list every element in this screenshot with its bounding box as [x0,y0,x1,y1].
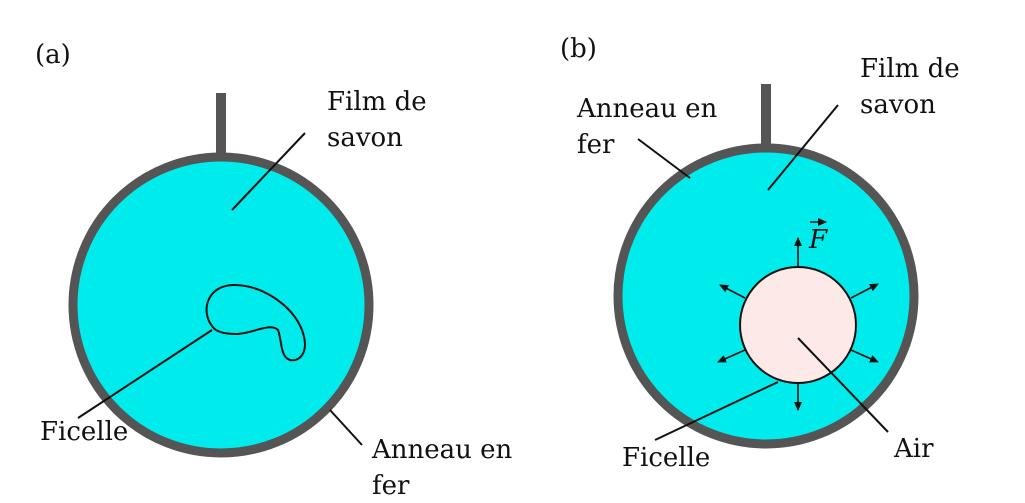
force-arrow-upper-right [850,283,879,299]
panel-a-ring-handle [216,93,226,163]
force-arrow-lower-left [717,349,746,363]
panel-a: (a) Film de savon Ficelle Anneau en fer [35,40,513,501]
panel-b-ring-handle [761,84,771,154]
panel-b-air-leader [797,337,889,433]
panel-b-film-label-2: savon [860,90,936,120]
panel-a-string-label: Ficelle [40,417,128,447]
force-arrow-lower-right [850,349,879,363]
panel-b-force-label: F [808,218,828,255]
panel-a-film-label-2: savon [327,123,403,153]
panel-b: (b) F Anneau en fer Film de savon [560,34,960,473]
force-symbol: F [808,225,828,255]
panel-a-string-leader [77,329,213,419]
panel-b-air-label: Air [893,434,934,464]
panel-b-string-leader [654,381,779,441]
panel-b-ring-label-2: fer [577,130,615,160]
panel-a-tag: (a) [35,40,71,70]
panel-a-iron-ring [68,152,374,458]
panel-b-ring-leader [637,138,691,179]
force-arrow-upper-left [719,284,746,299]
panel-b-film-leader [767,104,839,191]
panel-a-ring-label-1: Anneau en [371,435,513,465]
panel-a-film-leader [231,132,306,211]
panel-b-tag: (b) [560,34,597,64]
panel-b-film-label-1: Film de [860,54,960,84]
panel-a-ring-label-2: fer [372,471,410,501]
panel-b-ring-label-1: Anneau en [576,94,718,124]
panel-a-ring-leader [329,409,363,446]
panel-b-string-label: Ficelle [622,443,710,473]
panel-a-string-loop [205,283,306,362]
panel-b-force-arrows [717,237,879,411]
panel-a-film-label-1: Film de [327,87,427,117]
panel-b-air-bubble [739,266,857,384]
